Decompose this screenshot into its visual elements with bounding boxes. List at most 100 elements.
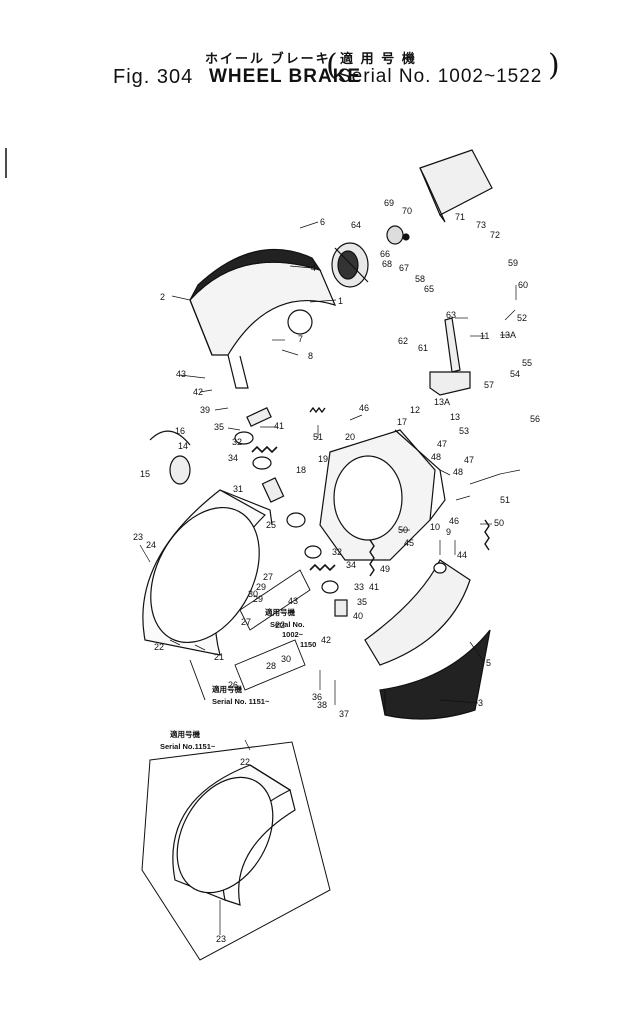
part-label-16: 15 [140, 469, 150, 479]
part-callouts: 1234567891011121313A13A14151617181920212… [133, 198, 540, 944]
part-label-71: 53 [459, 426, 469, 436]
part-label-39: 32 [232, 437, 242, 447]
part-label-88: 70 [402, 206, 412, 216]
serial-note-c-serial: Serial No.1151~ [160, 742, 216, 751]
part-label-35: 29 [256, 582, 266, 592]
part-label-64: 48 [453, 467, 463, 477]
part-label-37: 30 [248, 589, 258, 599]
part-label-38: 31 [233, 484, 243, 494]
serial-note-a-serial: Serial No. [270, 620, 305, 629]
part-label-51: 41 [274, 421, 284, 431]
part-label-32: 27 [241, 617, 251, 627]
part-label-4: 5 [486, 658, 491, 668]
part-label-84: 66 [380, 249, 390, 259]
part-label-40: 32 [332, 547, 342, 557]
part-label-70: 52 [517, 313, 527, 323]
part-label-36: 30 [281, 654, 291, 664]
part-label-0: 1 [338, 296, 343, 306]
part-label-59: 46 [359, 403, 369, 413]
part-label-60: 46 [449, 516, 459, 526]
part-label-65: 49 [380, 564, 390, 574]
part-label-30: 26 [228, 680, 238, 690]
serial-range: Serial No. 1002~1522 [338, 66, 543, 87]
part-label-57: 44 [457, 550, 467, 560]
part-label-3: 4 [311, 263, 316, 273]
part-label-15: 14 [178, 441, 188, 451]
part-label-45: 35 [357, 597, 367, 607]
part-label-80: 62 [398, 336, 408, 346]
part-label-68: 51 [313, 432, 323, 442]
part-label-34: 29 [253, 594, 263, 604]
part-label-87: 69 [384, 198, 394, 208]
part-label-90: 72 [490, 230, 500, 240]
upper-brake-shoe [189, 248, 337, 389]
part-label-89: 71 [455, 212, 465, 222]
japanese-title: ホイール ブレーキ [205, 51, 331, 66]
part-label-78: 60 [518, 280, 528, 290]
brake-housing [319, 429, 446, 561]
part-label-6: 7 [298, 334, 303, 344]
inset-detail-box [141, 741, 331, 961]
part-label-11: 12 [410, 405, 420, 415]
part-label-81: 63 [446, 310, 456, 320]
open-paren: ( [326, 48, 338, 83]
part-label-27: 23 [133, 532, 143, 542]
part-label-24: 22 [275, 620, 285, 630]
part-label-17: 16 [175, 426, 185, 436]
part-label-91: 73 [476, 220, 486, 230]
part-label-48: 38 [317, 700, 327, 710]
part-label-21: 20 [345, 432, 355, 442]
part-label-19: 18 [296, 465, 306, 475]
part-label-47: 37 [339, 709, 349, 719]
part-label-14: 13A [434, 397, 450, 407]
part-label-61: 47 [437, 439, 447, 449]
part-label-10: 11 [480, 331, 489, 341]
part-label-29: 25 [266, 520, 276, 530]
part-label-62: 47 [464, 455, 474, 465]
part-label-28: 24 [146, 540, 156, 550]
part-label-26: 23 [216, 934, 226, 944]
backing-plate [142, 489, 273, 656]
part-label-73: 55 [522, 358, 532, 368]
serial-note-c-jp: 適用号機 [170, 730, 200, 739]
serial-note-a-jp: 適用号機 [265, 608, 295, 617]
part-label-67: 50 [494, 518, 504, 528]
part-label-55: 43 [176, 369, 186, 379]
part-label-76: 58 [415, 274, 425, 284]
part-label-53: 42 [193, 387, 203, 397]
part-label-74: 56 [530, 414, 540, 424]
part-label-66: 50 [398, 525, 408, 535]
part-label-75: 57 [484, 380, 494, 390]
part-label-82: 64 [351, 220, 361, 230]
part-label-9: 10 [430, 522, 440, 532]
part-label-77: 59 [508, 258, 518, 268]
part-label-56: 43 [288, 596, 298, 606]
part-label-46: 36 [312, 692, 322, 702]
part-label-49: 39 [200, 405, 210, 415]
part-label-20: 19 [318, 454, 328, 464]
part-label-52: 41 [369, 582, 379, 592]
part-label-43: 34 [346, 560, 356, 570]
close-paren: ) [548, 48, 560, 83]
japanese-serial-label: 適 用 号 機 [340, 51, 417, 66]
part-label-7: 8 [308, 351, 313, 361]
cover-plate [419, 149, 493, 216]
part-label-2: 3 [478, 698, 483, 708]
part-label-25: 22 [154, 642, 164, 652]
part-label-54: 42 [321, 635, 331, 645]
part-label-58: 45 [404, 538, 414, 548]
figure-number: Fig. 304 [113, 66, 194, 88]
part-label-22: 21 [214, 652, 224, 662]
part-label-13: 13A [500, 330, 516, 340]
part-label-41: 33 [354, 582, 364, 592]
part-label-33: 28 [266, 661, 276, 671]
brake-chamber [331, 242, 369, 288]
part-label-18: 17 [397, 417, 407, 427]
part-label-1: 2 [160, 292, 165, 302]
figure-title: WHEEL BRAKE [209, 66, 362, 87]
serial-note-a-end: 1150 [300, 640, 317, 649]
part-label-42: 34 [228, 453, 238, 463]
serial-note-b-serial: Serial No. 1151~ [212, 697, 270, 706]
part-label-12: 13 [450, 412, 460, 422]
